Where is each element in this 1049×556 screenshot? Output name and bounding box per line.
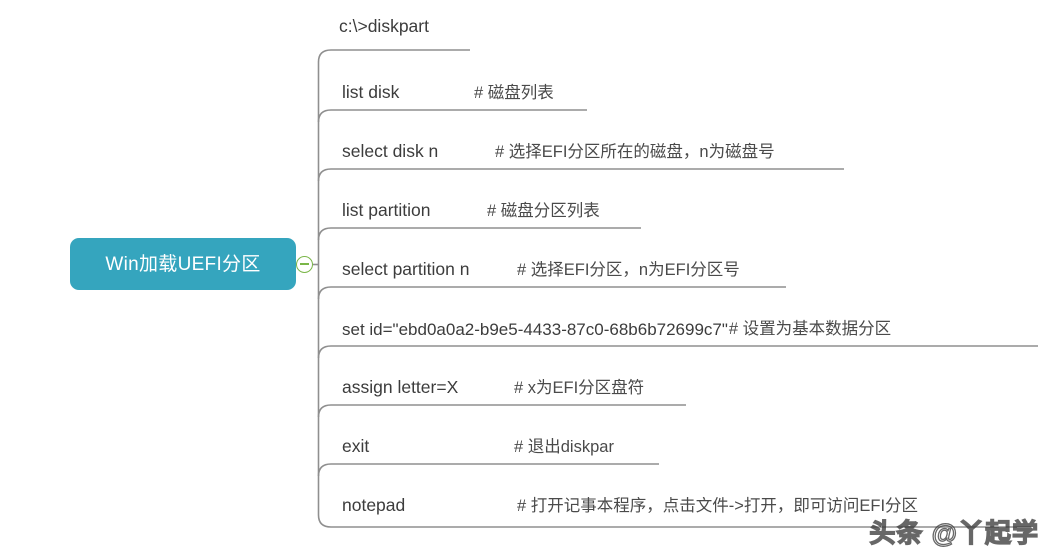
branch-curve-0 [317, 49, 470, 63]
branch-command: select partition n [342, 259, 470, 280]
branch-command: select disk n [342, 141, 439, 162]
branch-label-diskpart[interactable]: c:\>diskpart [339, 16, 429, 36]
branch-comment: # 磁盘分区列表 [487, 201, 600, 220]
branch-comment: # 打开记事本程序，点击文件->打开，即可访问EFI分区 [517, 496, 919, 515]
branch-comment: # 退出diskpar [514, 437, 614, 456]
minus-circle-icon[interactable] [296, 256, 313, 273]
branch-comment: # 选择EFI分区，n为EFI分区号 [517, 260, 740, 279]
branch-curve-6 [317, 404, 686, 418]
branch-comment: # 磁盘列表 [474, 83, 554, 102]
branch-row-exit[interactable]: exit # 退出diskpar [342, 424, 614, 470]
branch-curve-1 [317, 109, 587, 123]
root-node-label: Win加载UEFI分区 [105, 253, 261, 275]
branch-row-select-disk[interactable]: select disk n # 选择EFI分区所在的磁盘，n为磁盘号 [342, 129, 775, 175]
branch-curve-7 [317, 463, 659, 477]
branch-row-list-partition[interactable]: list partition # 磁盘分区列表 [342, 188, 600, 234]
branch-curve-4 [317, 286, 786, 300]
branch-command: set id="ebd0a0a2-b9e5-4433-87c0-68b6b726… [342, 319, 728, 339]
branch-curve-2 [317, 168, 844, 182]
branch-row-notepad[interactable]: notepad # 打开记事本程序，点击文件->打开，即可访问EFI分区 [342, 483, 918, 529]
root-node[interactable]: Win加载UEFI分区 [70, 238, 296, 290]
branch-command: exit [342, 436, 370, 457]
branch-comment: # x为EFI分区盘符 [514, 378, 645, 397]
branch-row-set-id[interactable]: set id="ebd0a0a2-b9e5-4433-87c0-68b6b726… [342, 306, 891, 352]
branch-curve-8 [317, 514, 1031, 528]
branch-curve-3 [317, 227, 641, 241]
branch-comment: # 设置为基本数据分区 [728, 319, 892, 338]
branch-row-select-partition[interactable]: select partition n # 选择EFI分区，n为EFI分区号 [342, 247, 740, 293]
branch-row-assign-letter[interactable]: assign letter=X # x为EFI分区盘符 [342, 365, 644, 411]
branch-command: list disk [342, 82, 400, 103]
branch-curve-5 [317, 345, 1038, 359]
branch-command: assign letter=X [342, 377, 459, 398]
branch-command: list partition [342, 200, 431, 221]
branch-row-list-disk[interactable]: list disk # 磁盘列表 [342, 70, 554, 116]
branch-comment: # 选择EFI分区所在的磁盘，n为磁盘号 [495, 142, 775, 161]
branch-command: notepad [342, 495, 406, 516]
watermark: 头条 @丫起学 [869, 517, 1039, 548]
